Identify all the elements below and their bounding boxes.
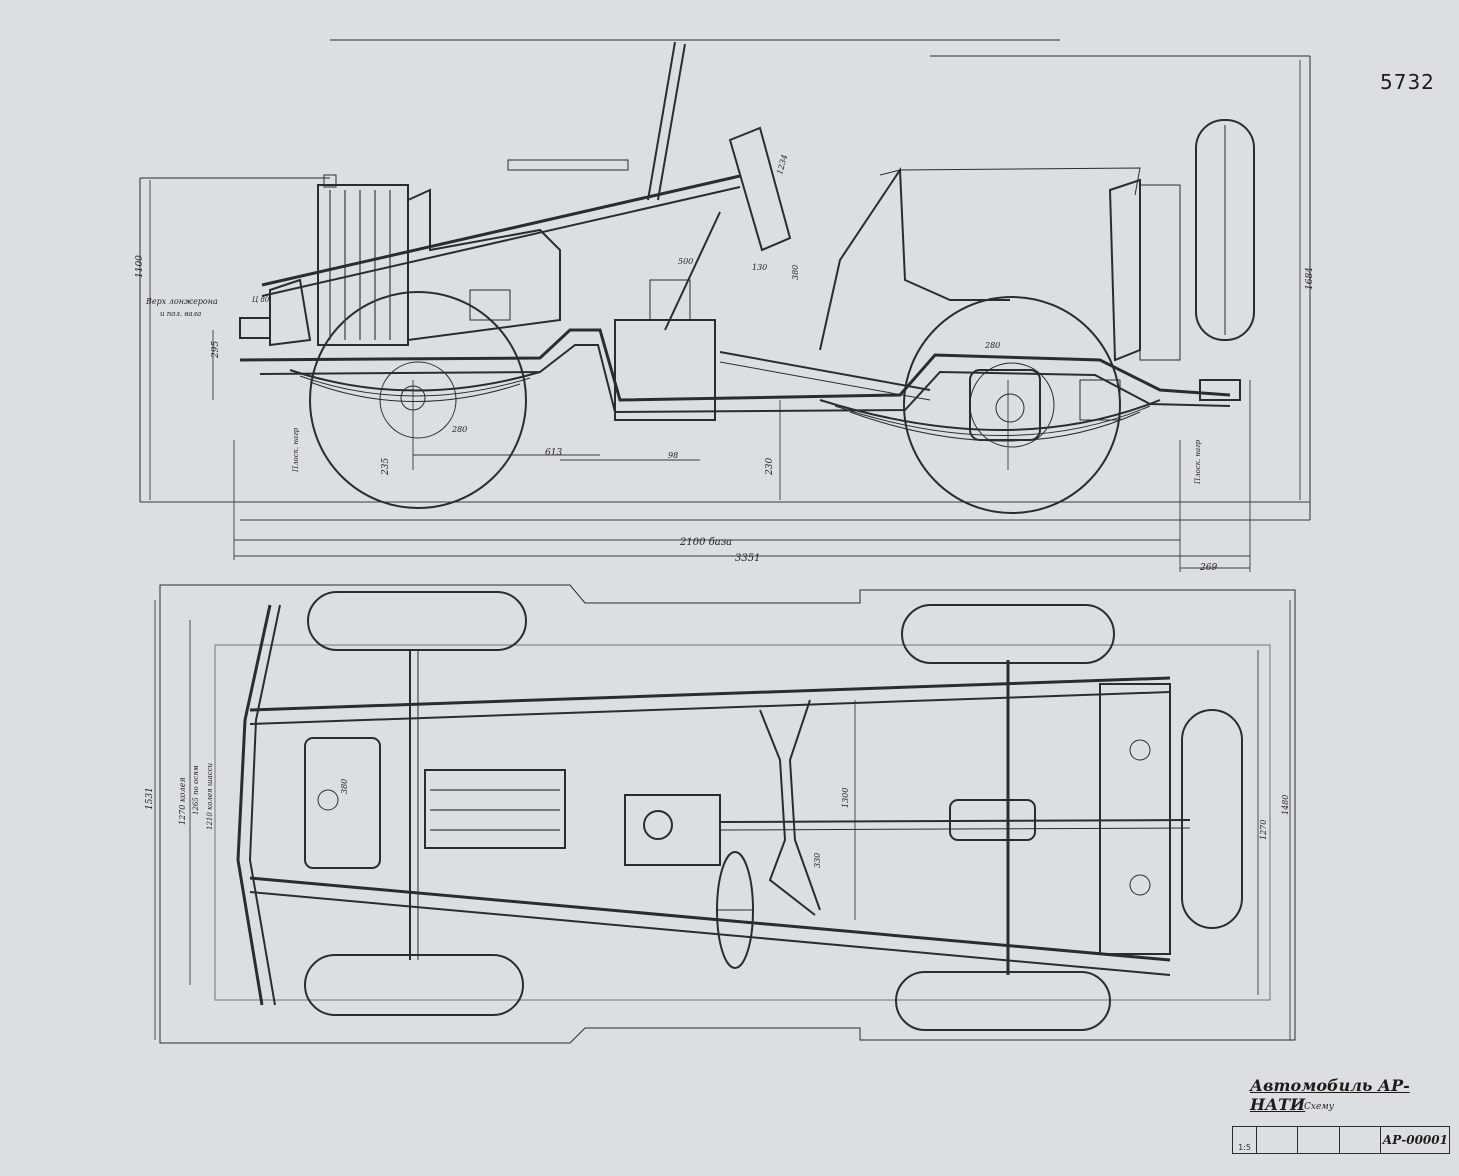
dim-ground-front: 295: [211, 341, 221, 359]
dim-engine: 330: [813, 853, 822, 868]
dim-rear-track: 1270: [1259, 820, 1268, 840]
stamp-cell: [1340, 1127, 1382, 1153]
stamp-cell: [1298, 1127, 1340, 1153]
dim-seat-2: 130: [752, 263, 767, 272]
dim-front-wheel-radius: 280: [451, 425, 467, 434]
dim-track-front: 1270 колея: [178, 777, 187, 825]
dim-axle-offset: 613: [545, 448, 562, 458]
dim-height-left: 1100: [135, 255, 145, 278]
title-block: Автомобиль АР-НАТИ Схему 1:5 АР-00001: [1232, 1076, 1450, 1156]
plan-view: 1531 1270 колея 1265 по осям 1210 колея …: [145, 584, 1296, 1044]
load-line-front: Плоск. нагр: [292, 427, 300, 473]
drawing-code: АР-00001: [1382, 1133, 1448, 1147]
ref-note-2: и пол. вала: [160, 310, 201, 318]
title-stamp: 1:5 АР-00001: [1232, 1126, 1450, 1154]
ref-note: Верх лонжерона: [145, 297, 218, 306]
dim-track-note-1: 1265 по осям: [192, 765, 200, 815]
side-view: 1100 1684 2100 база 3351 269 295 235 613…: [135, 39, 1315, 573]
dim-rear-overhang: 269: [1199, 563, 1217, 573]
dim-clearance: 230: [765, 458, 775, 476]
dim-seat-3: 380: [791, 265, 800, 280]
dim-rear-wheel-radius: 280: [984, 341, 1000, 350]
dim-track-note-2: 1210 колея шасси: [206, 762, 214, 830]
tooth-label: Ц 80: [252, 296, 270, 304]
load-line-rear: Плоск. нагр: [1194, 439, 1202, 485]
dim-height-right: 1684: [1305, 267, 1315, 290]
dim-overall-width: 1531: [145, 787, 155, 810]
dim-rear-width: 1480: [1281, 795, 1290, 815]
drawing-subtitle: Схему: [1304, 1102, 1334, 1112]
dim-overall-length: 3351: [735, 553, 760, 564]
dim-axle-offset-2: 98: [668, 451, 678, 460]
drawing-title: Автомобиль АР-НАТИ: [1250, 1076, 1410, 1114]
sheet-number: 5732: [1380, 70, 1435, 94]
dim-seat-1: 500: [678, 257, 693, 266]
scale-value: 1:5: [1233, 1127, 1257, 1153]
dim-frame-width: 1300: [841, 788, 850, 808]
dim-wheelbase: 2100 база: [679, 537, 732, 548]
dim-wheel-front: 235: [381, 458, 391, 476]
stamp-cell: [1257, 1127, 1299, 1153]
dim-engine-block: 380: [340, 779, 349, 794]
